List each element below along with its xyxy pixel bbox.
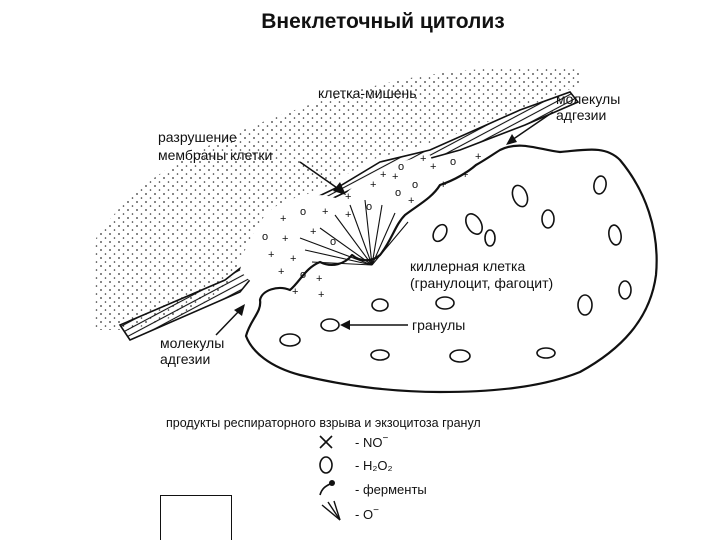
- cross-icon: [320, 436, 332, 448]
- ray-icon: [322, 501, 340, 520]
- svg-text:+: +: [462, 169, 468, 181]
- svg-text:+: +: [345, 209, 351, 221]
- label-adhesion-top-1: молекулы: [556, 91, 620, 107]
- svg-text:+: +: [318, 289, 324, 301]
- legend-item-enzymes: - ферменты: [320, 480, 427, 497]
- enzyme-icon: [320, 480, 335, 495]
- svg-text:+: +: [268, 249, 274, 261]
- svg-text:+: +: [280, 213, 286, 225]
- legend-item-peroxide: - H₂O₂: [320, 457, 393, 473]
- svg-text:+: +: [345, 191, 351, 203]
- label-killer-1: киллерная клетка: [410, 258, 525, 274]
- svg-text:o: o: [450, 156, 456, 168]
- svg-text:+: +: [370, 179, 376, 191]
- legend-sup-3: −: [373, 505, 379, 516]
- label-membrane-1: разрушение: [158, 129, 237, 145]
- svg-text:+: +: [420, 153, 426, 165]
- svg-text:+: +: [292, 286, 298, 298]
- svg-text:o: o: [300, 206, 306, 218]
- svg-text:+: +: [475, 151, 481, 163]
- svg-text:+: +: [408, 195, 414, 207]
- svg-text:+: +: [316, 273, 322, 285]
- legend-text-2: - ферменты: [355, 482, 427, 497]
- legend-text-1: - H₂O₂: [355, 458, 393, 473]
- label-adhesion-top-2: адгезии: [556, 107, 606, 123]
- label-membrane-2: мембраны клетки: [158, 147, 272, 163]
- svg-text:o: o: [366, 201, 372, 213]
- label-granules: гранулы: [412, 317, 465, 333]
- legend-text-3: - O: [355, 507, 373, 522]
- legend-sup-0: −: [382, 433, 388, 444]
- svg-text:o: o: [330, 236, 336, 248]
- svg-text:+: +: [290, 253, 296, 265]
- legend-text-0: - NO: [355, 435, 382, 450]
- legend-item-superoxide: - O−: [322, 501, 379, 522]
- svg-text:+: +: [380, 169, 386, 181]
- svg-text:+: +: [430, 161, 436, 173]
- svg-text:o: o: [395, 187, 401, 199]
- svg-text:- O−: - O−: [355, 505, 379, 522]
- svg-text:+: +: [310, 226, 316, 238]
- circle-icon: [320, 457, 332, 473]
- svg-text:o: o: [262, 231, 268, 243]
- svg-text:+: +: [440, 179, 446, 191]
- svg-text:o: o: [300, 269, 306, 281]
- legend-heading: продукты респираторного взрыва и экзоцит…: [166, 416, 481, 430]
- svg-text:o: o: [398, 161, 404, 173]
- page-title: Внеклеточный цитолиз: [261, 10, 504, 33]
- label-adhesion-bottom-1: молекулы: [160, 335, 224, 351]
- label-target-cell: клетка-мишень: [318, 85, 417, 101]
- empty-frame: [160, 495, 232, 540]
- svg-text:+: +: [322, 206, 328, 218]
- label-killer-2: (гранулоцит, фагоцит): [410, 275, 553, 291]
- svg-text:o: o: [412, 179, 418, 191]
- label-adhesion-bottom-2: адгезии: [160, 351, 210, 367]
- svg-text:- NO−: - NO−: [355, 433, 388, 450]
- legend-item-nitric-oxide: - NO−: [320, 433, 388, 450]
- svg-text:+: +: [278, 266, 284, 278]
- svg-text:+: +: [282, 233, 288, 245]
